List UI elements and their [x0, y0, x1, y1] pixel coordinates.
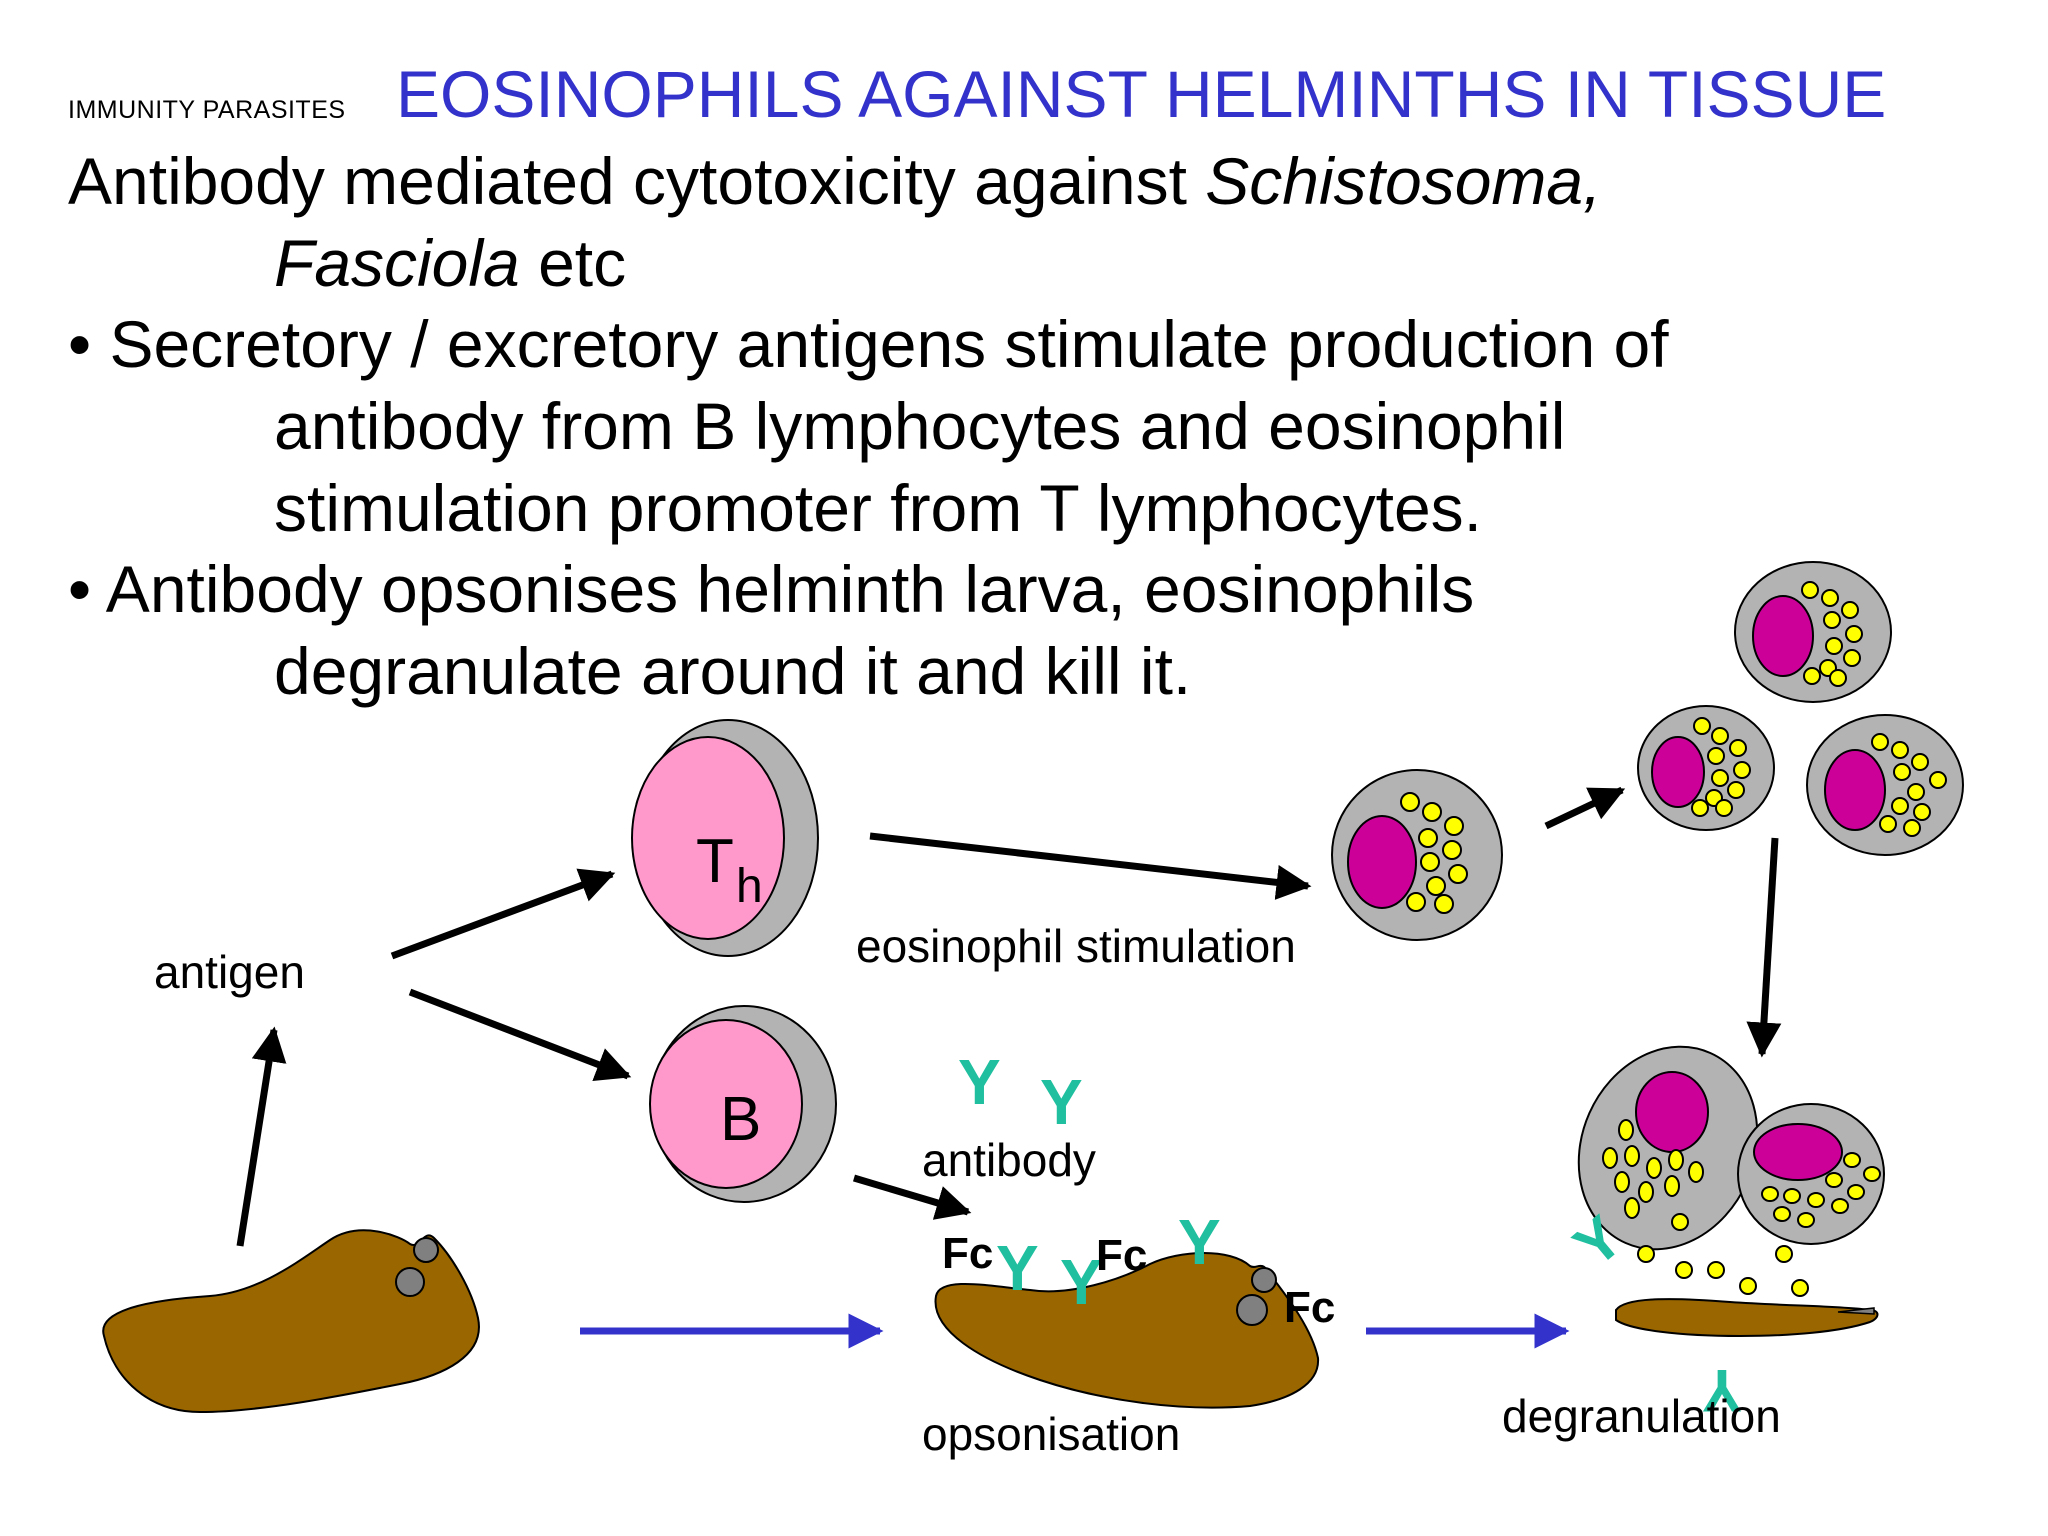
helminth-larva-dying [1615, 1298, 1879, 1338]
antibody-5: Y [1178, 1206, 1221, 1278]
eosinophil-degranulating-2 [1737, 1103, 1885, 1245]
antigen-label: antigen [154, 946, 305, 998]
arrow-th-to-eosinophil [869, 832, 1312, 900]
arrow-antigen-to-th [390, 868, 616, 960]
arrow-antigen-to-b [408, 988, 632, 1082]
released-granules [1637, 1213, 1809, 1297]
arrow-b-to-antibody [852, 1174, 972, 1220]
bullet-2-line-2: degranulate around it and kill it. [274, 634, 1192, 708]
eosinophil-degranulating-1 [1577, 1045, 1759, 1251]
eosinophil-stimulated [1331, 769, 1503, 941]
th-lymphocyte: T h [631, 719, 819, 957]
b-label: B [720, 1085, 761, 1154]
fc-label-1: Fc [942, 1229, 993, 1278]
eosinophil-2 [1637, 705, 1775, 831]
antibody-7: Y [1702, 1357, 1742, 1424]
helminth-larva-opsonised [934, 1252, 1320, 1409]
fc-label-3: Fc [1284, 1283, 1335, 1332]
eosinophil-1 [1734, 561, 1892, 703]
line1-italic: Schistosoma, [1205, 144, 1602, 218]
bullet-1-line-3: stimulation promoter from T lymphocytes. [274, 471, 1482, 545]
slide-title: EOSINOPHILS AGAINST HELMINTHS IN TISSUE [396, 57, 1887, 131]
eosinophil-3 [1806, 714, 1964, 856]
text-line-2: Fasciola etc [274, 230, 626, 296]
helminth-larva [102, 1229, 480, 1414]
slide-kicker: IMMUNITY PARASITES [68, 96, 346, 124]
fc-label-2: Fc [1096, 1231, 1147, 1280]
arrow-larva-to-antigen [236, 1026, 287, 1247]
antibody-label: antibody [922, 1134, 1096, 1186]
bullet-2-line-1: • Antibody opsonises helminth larva, eos… [68, 552, 1475, 626]
degranulation-label: degranulation [1502, 1390, 1781, 1442]
line2-rest: etc [519, 226, 627, 300]
antibody-2: Y [1040, 1066, 1083, 1138]
bullet-1-line-2: antibody from B lymphocytes and eosinoph… [274, 389, 1566, 463]
opsonisation-label: opsonisation [922, 1408, 1180, 1460]
arrow-eosinophil-proliferation [1544, 786, 1626, 830]
antibody-4: Y [1060, 1246, 1103, 1318]
line1-main: Antibody mediated cytotoxicity against [68, 144, 1206, 218]
line2-italic: Fasciola [274, 226, 520, 300]
arrows [236, 786, 1782, 1247]
eosinophil-stimulation-label: eosinophil stimulation [856, 920, 1296, 972]
antibody-1: Y [958, 1046, 1001, 1118]
bullet-1-line-1: • Secretory / excretory antigens stimula… [68, 307, 1669, 381]
th-label: T [696, 827, 734, 896]
th-subscript: h [736, 860, 763, 913]
text-line-1: Antibody mediated cytotoxicity against S… [68, 148, 1601, 214]
antibody-3: Y [996, 1232, 1039, 1304]
b-lymphocyte: B [649, 1005, 837, 1203]
arrow-to-degranulation [1746, 837, 1782, 1058]
